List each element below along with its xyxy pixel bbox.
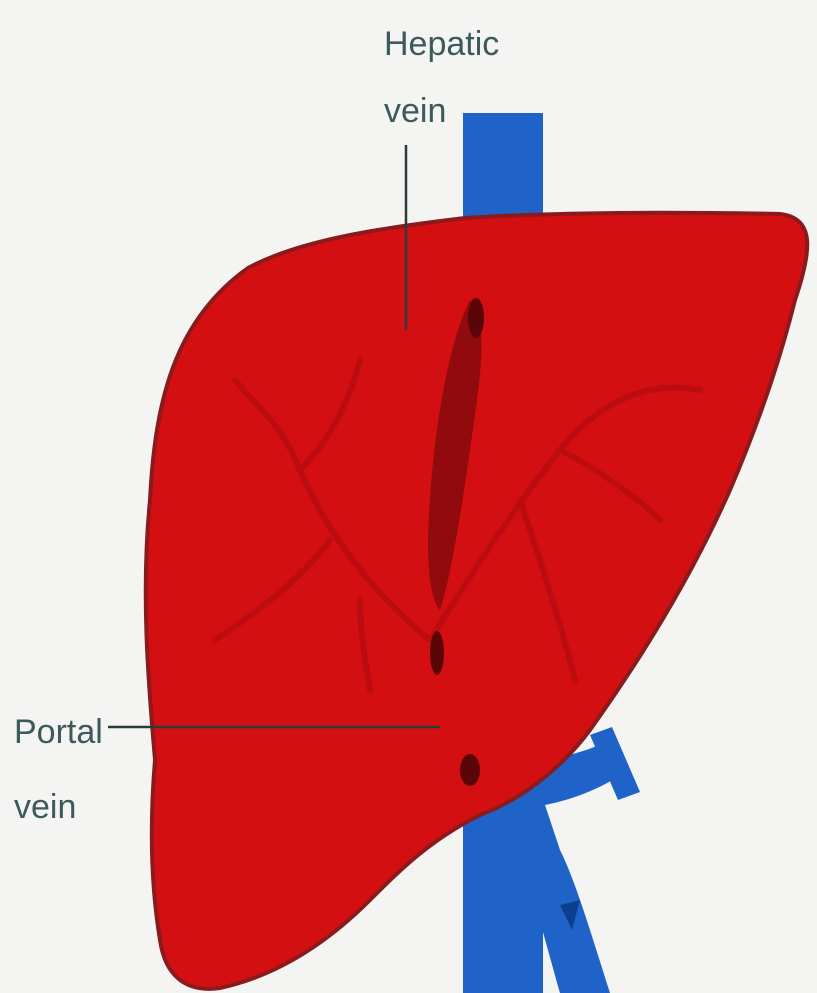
hepatic-vein-label-line1: Hepatic [384,25,499,63]
portal-vein-label-line2: vein [14,788,76,826]
hepatic-vein-label-line2: vein [384,92,446,130]
portal-vein-label-line1: Portal [14,713,103,751]
